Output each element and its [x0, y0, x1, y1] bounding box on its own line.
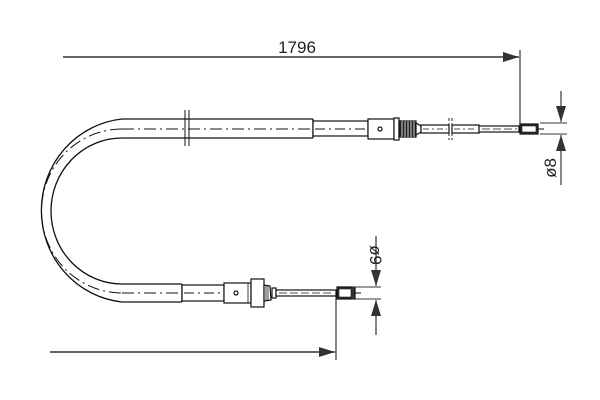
sheath-outer-contour [40, 118, 123, 303]
length-dimension: 1796 [63, 38, 521, 126]
cable-sheath [40, 110, 314, 303]
upper-threads [398, 120, 422, 138]
upper-end-fitting [312, 117, 544, 141]
lower-end-fitting [181, 278, 361, 308]
sheath-centerline [41, 128, 123, 294]
diameter-9-label: ø9 [366, 245, 385, 265]
diameter-8-dimension: ø8 [540, 91, 567, 185]
lower-dimension [50, 290, 337, 360]
sheath-inner-contour [50, 137, 123, 285]
diameter-9-dimension: ø9 [352, 236, 385, 335]
diameter-8-label: ø8 [541, 158, 560, 178]
lower-threads [263, 284, 277, 302]
length-dimension-label: 1796 [278, 38, 316, 57]
